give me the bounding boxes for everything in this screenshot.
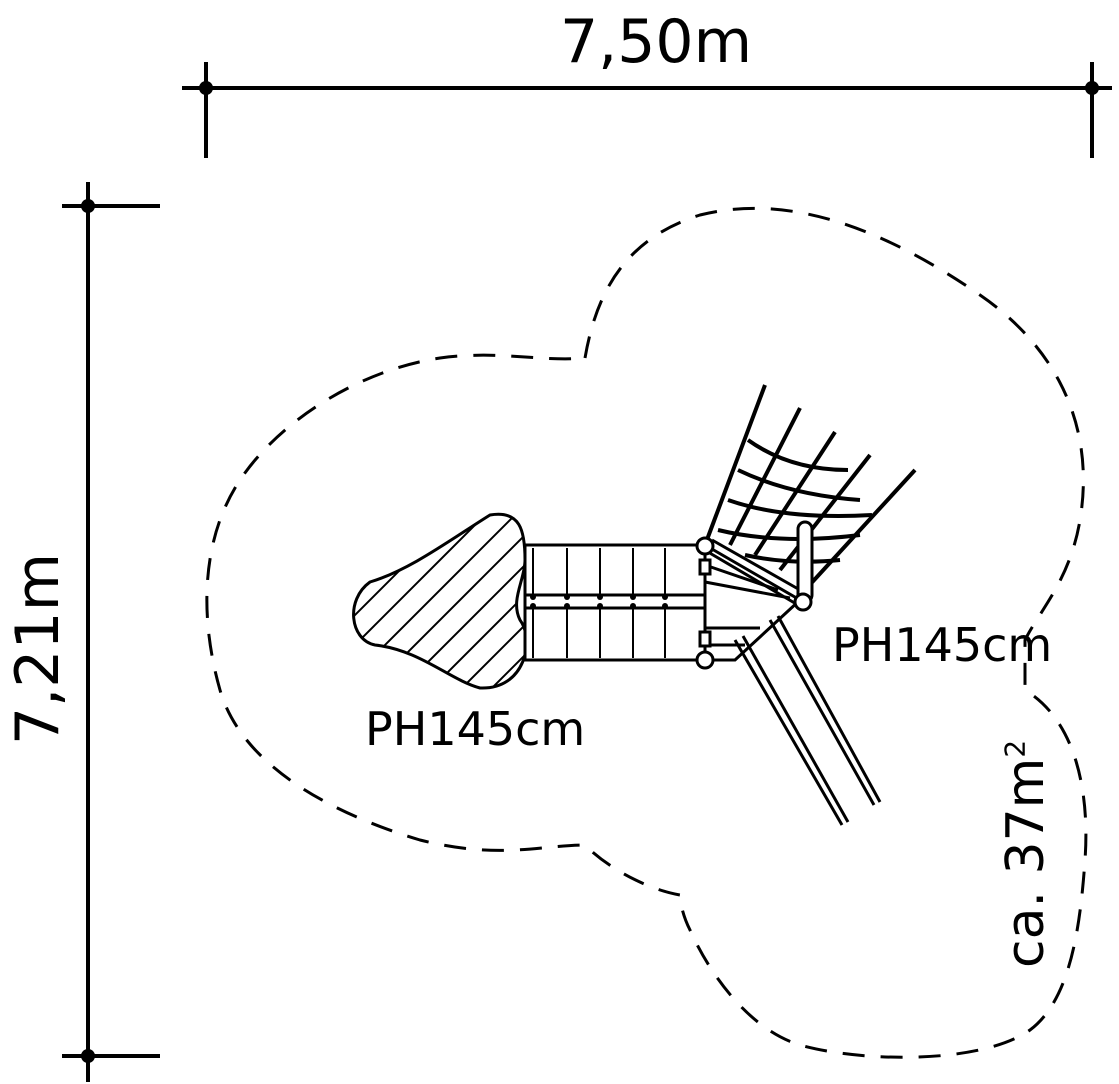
climbing-net xyxy=(703,384,917,592)
tower-platform xyxy=(703,538,803,662)
area-label-text: ca. 37m xyxy=(996,757,1056,968)
platform-height-left-label: PH145cm xyxy=(365,702,586,756)
width-dimension-line xyxy=(182,62,1112,158)
ladder-rails xyxy=(733,615,882,826)
walkway-slats xyxy=(532,548,666,658)
width-dimension-dot-right xyxy=(1085,81,1099,95)
height-dimension-dot-top xyxy=(81,199,95,213)
width-dimension-label: 7,50m xyxy=(560,7,753,77)
height-dimension-label: 7,21m xyxy=(3,552,73,745)
height-dimension-line xyxy=(62,182,160,1082)
height-dimension-dot-bottom xyxy=(81,1049,95,1063)
tower-posts xyxy=(695,520,814,670)
safety-zone-outline xyxy=(205,206,1088,1059)
walkway-rivets xyxy=(530,594,668,609)
platform-height-right-label: PH145cm xyxy=(832,618,1053,672)
hatched-platform xyxy=(352,512,528,690)
width-dimension-dot-left xyxy=(199,81,213,95)
walkway-bridge xyxy=(523,543,719,662)
area-label: ca. 37m2 xyxy=(996,739,1056,968)
area-label-exponent: 2 xyxy=(998,739,1032,758)
